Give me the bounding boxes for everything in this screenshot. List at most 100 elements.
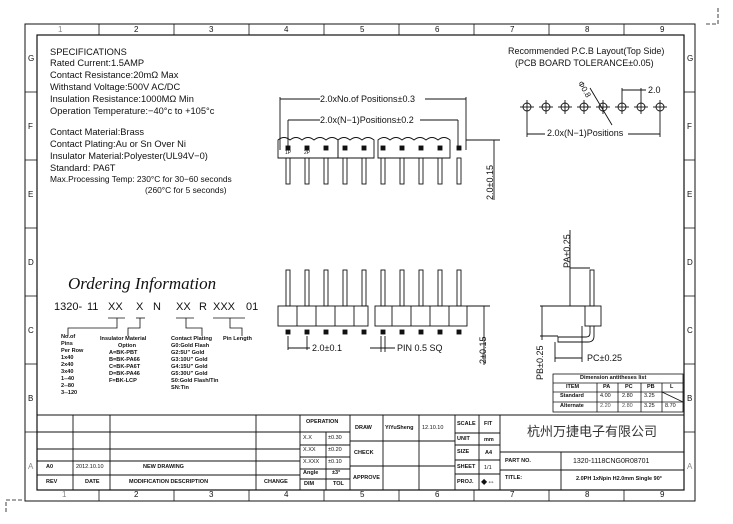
row-label: D (687, 258, 693, 267)
col-label: 7 (510, 490, 515, 499)
pins-option: 3x40 (61, 369, 74, 375)
spec-line: Operation Temperature:−40°c to +105°c (50, 106, 215, 116)
projection-label: PROJ. (457, 479, 474, 485)
table-cell: 4.00 (600, 393, 611, 399)
draw-label: DRAW (355, 425, 372, 431)
pins-option: 3--120 (61, 390, 78, 396)
pin2-label: 2P (304, 150, 311, 156)
pins-option: 2x40 (61, 362, 74, 368)
table-cell: 3.25 (644, 393, 655, 399)
tol-footer: TOL (333, 481, 344, 487)
front-pitch-label: 2.0±0.1 (312, 343, 342, 353)
col-label: 1 (62, 490, 67, 499)
plating-option: G0:Gold Flash (171, 343, 210, 349)
table-cell: Standard (560, 393, 584, 399)
change-header: CHANGE (264, 479, 288, 485)
col-label: 2 (134, 25, 139, 34)
unit-label: UNIT (457, 436, 470, 442)
tol-dim: Angle (303, 470, 319, 476)
pins-option: 1--40 (61, 376, 75, 382)
material-line: Standard: PA6T (50, 163, 116, 173)
title-block-lines (37, 414, 684, 490)
code-part: X (136, 301, 144, 313)
insulator-header: Option (118, 343, 137, 349)
table-cell: Alternate (560, 403, 584, 409)
tol-dim: X.XX (303, 447, 316, 453)
front-height-label: 2±0.15 (478, 336, 488, 364)
pin1-label: 1P (285, 150, 292, 156)
pins-option: 1x40 (61, 355, 74, 361)
spec-line: Insulation Resistance:1000MΩ Min (50, 94, 194, 104)
code-part: XX (176, 301, 191, 313)
pin-span-label: 2.0x(N−1)Positions±0.2 (320, 115, 414, 125)
overall-length-label: 2.0xNo.of Positions±0.3 (320, 94, 415, 104)
row-label: C (28, 326, 34, 335)
row-label: B (687, 394, 693, 403)
tol-dim: X.XXX (303, 459, 320, 465)
pin-size-label: PIN 0.5 SQ (397, 343, 443, 353)
pb-label: PB±0.25 (535, 345, 545, 380)
insulator-option: A=BK-PBT (109, 350, 138, 356)
span-label: 2.0x(N−1)Positions (547, 128, 624, 138)
col-label: 6 (435, 490, 440, 499)
table-cell: 2.20 (600, 403, 611, 409)
material-line: Insulator Material:Polyester(UL94V−0) (50, 151, 208, 161)
row-label: A (28, 462, 34, 471)
spec-line: Rated Current:1.5AMP (50, 58, 145, 68)
row-label: F (28, 122, 33, 131)
code-part: XXX (213, 301, 236, 313)
col-label: 5 (360, 490, 365, 499)
col-label: 5 (360, 25, 365, 34)
table-cell: 8.70 (665, 403, 676, 409)
col-label: 7 (510, 25, 515, 34)
top-view-drawing (277, 97, 500, 200)
col-label: 8 (585, 25, 590, 34)
tol-value: ±0.30 (328, 435, 342, 441)
pcb-layout-title: Recommended P.C.B Layout(Top Side) (508, 46, 665, 56)
company-name: 杭州万捷电子有限公司 (527, 425, 658, 440)
row-label: G (28, 54, 35, 63)
pcb-layout-drawing (520, 87, 667, 137)
row-label: G (687, 54, 694, 63)
pitch-label: 2.0 (648, 85, 661, 95)
row-label: A (687, 462, 693, 471)
col-label: 9 (660, 490, 665, 499)
sheet-value: 1/1 (484, 465, 492, 471)
insulator-option: F=BK-LCP (109, 378, 137, 384)
row-label: B (28, 394, 34, 403)
table-header: ITEM (566, 384, 580, 390)
date-cell: 2012.10.10 (76, 464, 104, 470)
table-cell: 2.80 (622, 393, 633, 399)
table-cell: 2.80 (622, 403, 633, 409)
code-part: R (199, 301, 207, 313)
material-line: Contact Material:Brass (50, 127, 145, 137)
col-label: 1 (58, 25, 63, 34)
dim-footer: DIM (304, 481, 315, 487)
col-label: 4 (284, 490, 289, 499)
plating-option: SN:Tin (171, 385, 189, 391)
row-label: C (687, 326, 693, 335)
pins-header: No.of (61, 334, 76, 340)
front-view-drawing (277, 269, 490, 365)
dimension-table-title: Dimension antitheses list (580, 375, 647, 381)
projection-symbol-icon: ◆⇔ (481, 477, 496, 486)
approve-label: APPROVE (353, 475, 380, 481)
sheet-label: SHEET (457, 464, 476, 470)
table-header: L (670, 384, 674, 390)
draw-date: 12.10.10 (422, 425, 444, 431)
plating-option: S0:Gold Flash/Tin (171, 378, 219, 384)
spec-line: Contact Resistance:20mΩ Max (50, 70, 179, 80)
size-label: SIZE (457, 449, 470, 455)
check-label: CHECK (354, 450, 374, 456)
code-part: 11 (87, 301, 99, 313)
plating-header: Contact Plating (171, 336, 213, 342)
row-label: D (28, 258, 34, 267)
dimension-table-lines (552, 373, 684, 413)
rev-header: REV (46, 479, 58, 485)
col-label: 8 (585, 490, 590, 499)
pcb-layout-subtitle: (PCB BOARD TOLERANCE±0.05) (515, 58, 654, 68)
plating-option: G2:5U" Gold (171, 350, 205, 356)
plating-option: G3:10U" Gold (171, 357, 208, 363)
row-label: E (28, 190, 34, 199)
size-value: A4 (485, 450, 493, 456)
